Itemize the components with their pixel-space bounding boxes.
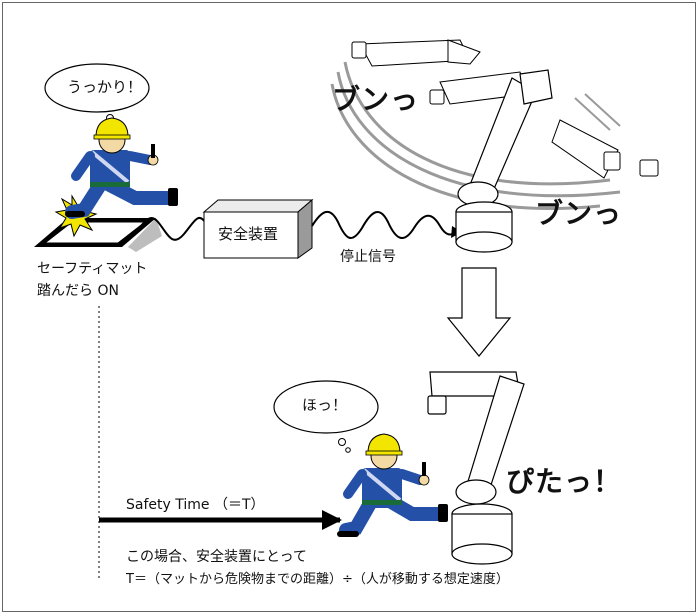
stop-signal-label: 停止信号	[340, 249, 396, 265]
robot-arm-swinging	[330, 39, 659, 253]
worker-figure-bottom	[337, 433, 448, 537]
safety-time-label: Safety Time （＝T）	[126, 497, 265, 513]
thought-bubble-relief	[273, 380, 379, 453]
signal-wave-device-to-robot	[311, 211, 459, 239]
transition-down-arrow	[446, 267, 512, 357]
signal-wave-mat-to-device	[129, 216, 206, 241]
thought-bubble-oops	[44, 63, 150, 129]
worker-figure-top	[65, 117, 178, 219]
bubble-text-oops: うっかり！	[67, 78, 143, 96]
bubble-text-relief: ほっ！	[302, 396, 348, 414]
swing-sound-bottom: ブンっ	[535, 197, 623, 230]
formula-line1: この場合、安全装置にとって	[126, 549, 307, 565]
safety-device-label: 安全装置	[218, 225, 279, 243]
stop-sound: ぴたっ！	[506, 465, 623, 498]
mat-caption-line1: セーフティマット	[37, 261, 148, 277]
mat-caption-line2: 踏んだら ON	[37, 283, 119, 299]
robot-arm-stopped	[427, 371, 525, 565]
safety-device-box	[202, 198, 314, 259]
swing-sound-top: ブンっ	[332, 83, 420, 116]
formula-line2: T＝（マットから危険物までの距離）÷（人が移動する想定速度）	[126, 572, 509, 587]
